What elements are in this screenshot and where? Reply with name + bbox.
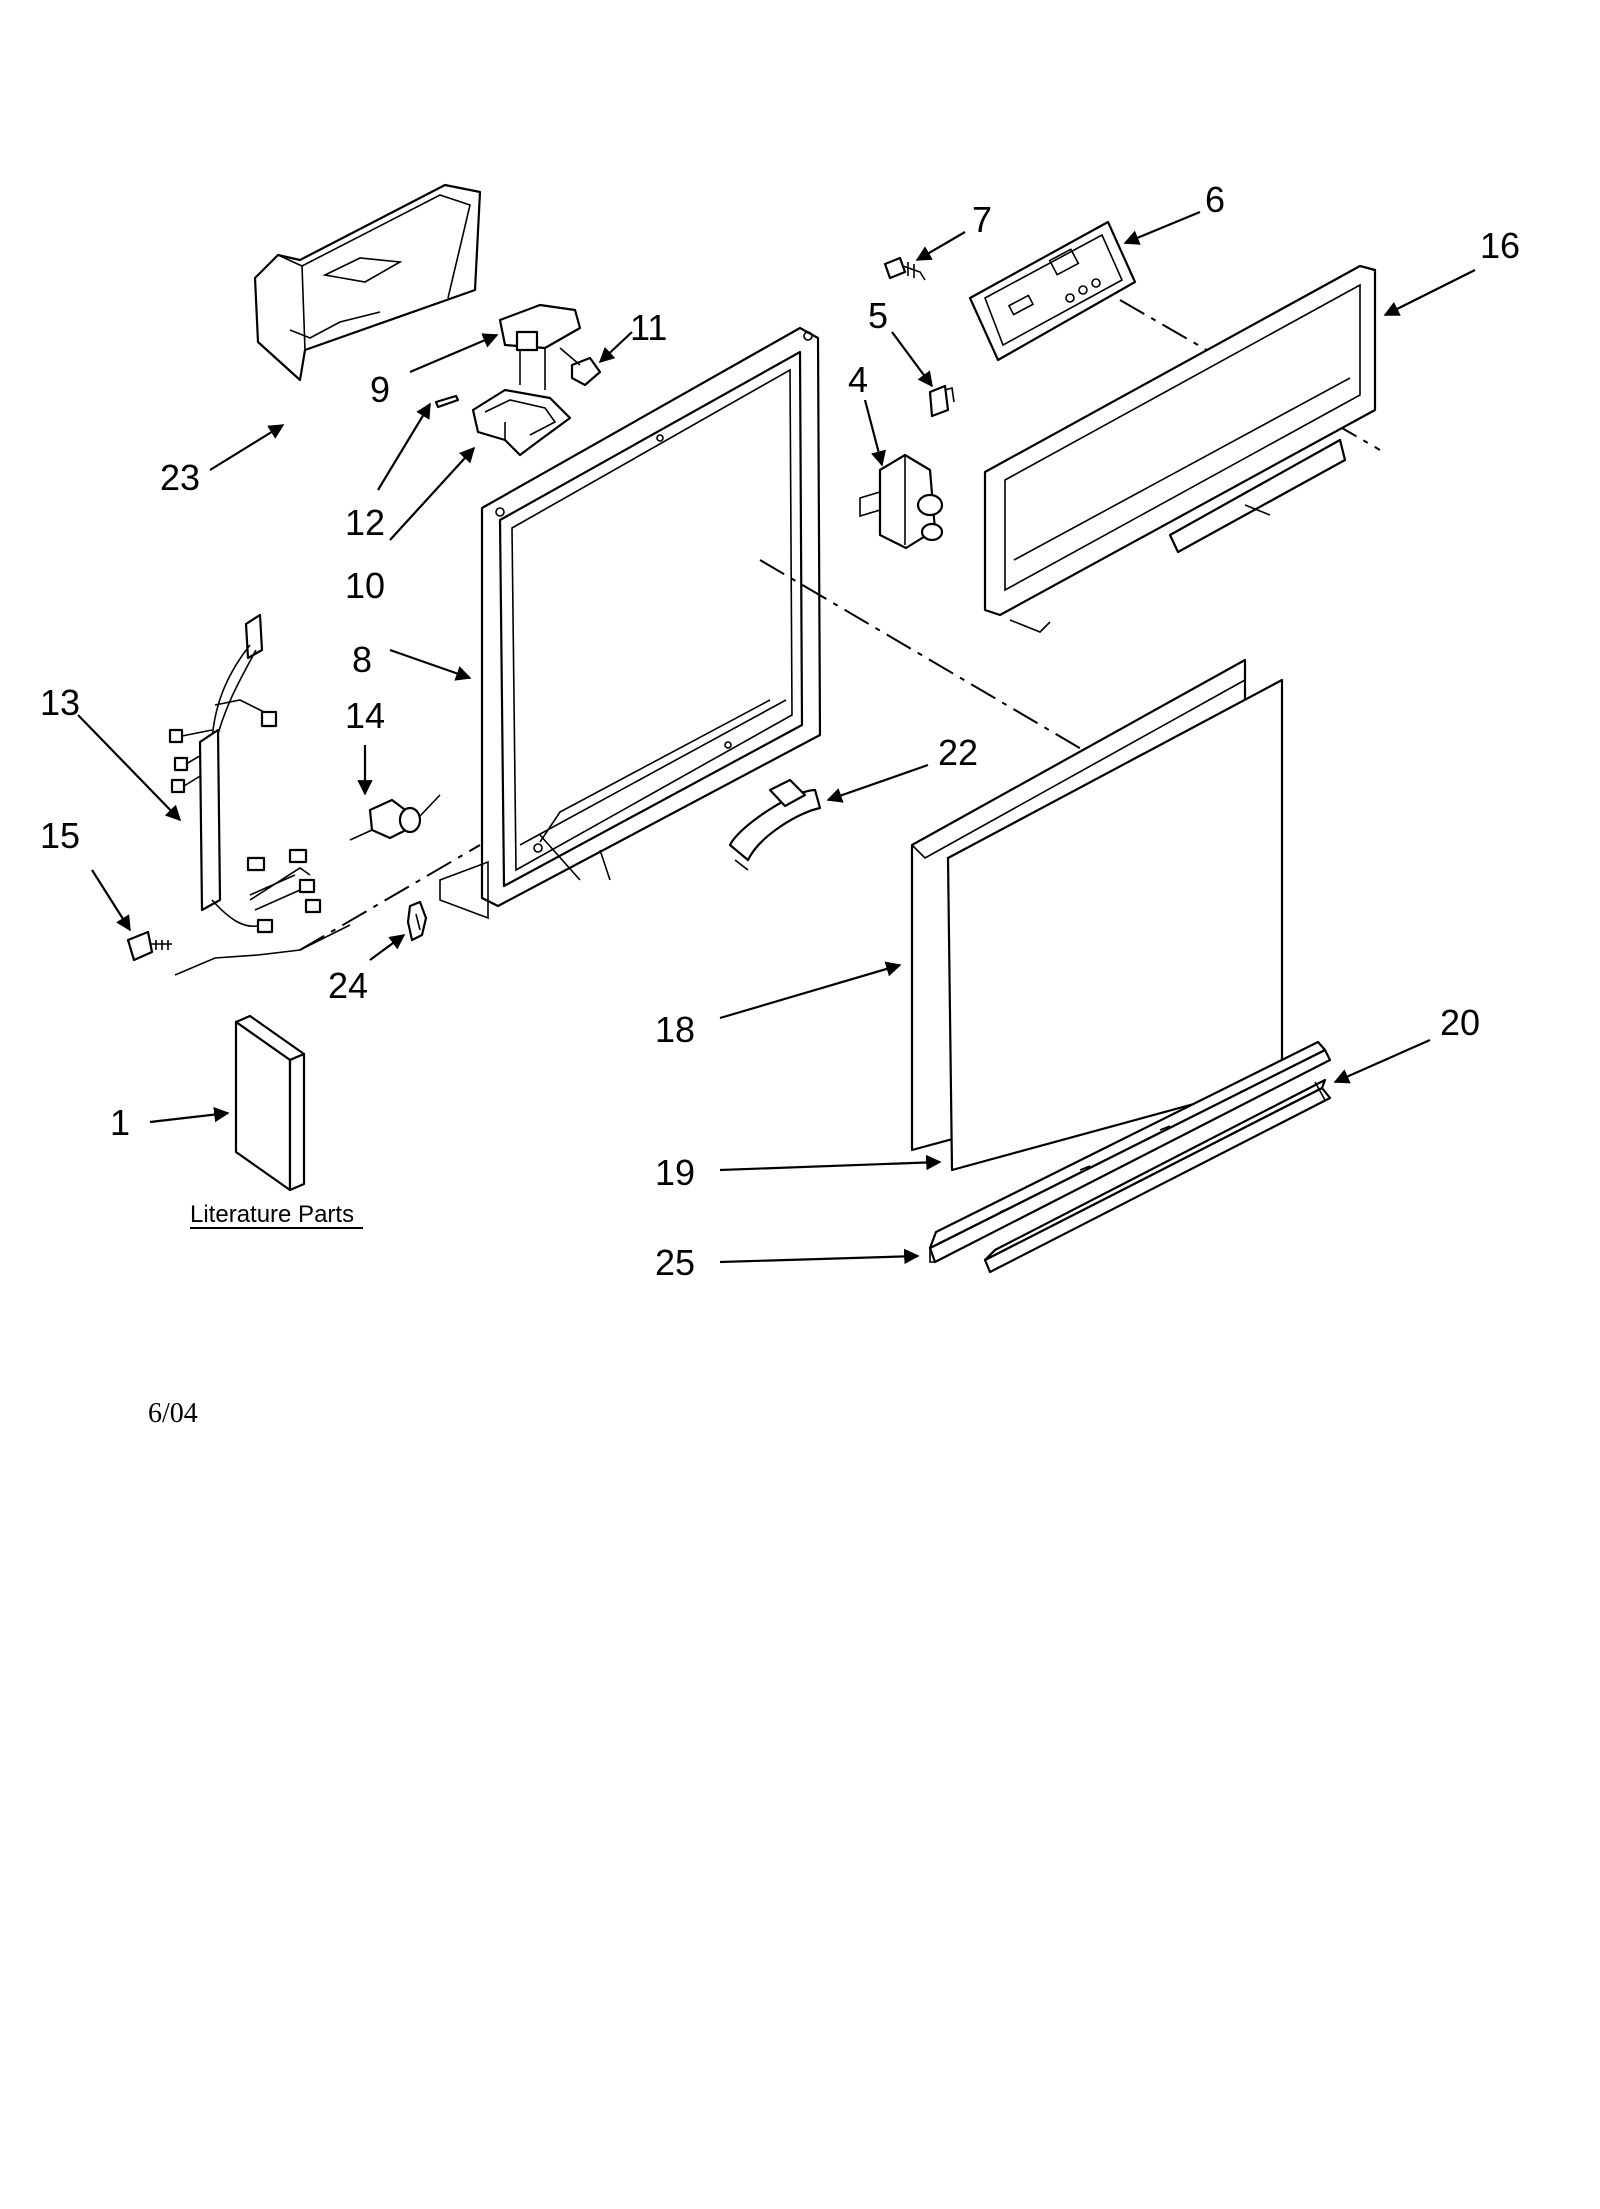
callout-22: 22 bbox=[938, 732, 978, 773]
callout-24: 24 bbox=[328, 965, 368, 1006]
literature-caption: Literature Parts bbox=[190, 1201, 354, 1228]
leader-lines bbox=[77, 210, 1476, 1265]
part-8-door-frame bbox=[439, 326, 822, 920]
part-24-clip bbox=[406, 900, 428, 942]
part-7-screw bbox=[883, 256, 926, 281]
date-code: 6/04 bbox=[148, 1398, 198, 1429]
part-9-latch bbox=[498, 303, 582, 390]
part-10-latch-housing bbox=[471, 388, 572, 457]
callout-19: 19 bbox=[655, 1152, 695, 1193]
callout-4: 4 bbox=[848, 359, 868, 400]
callout-5: 5 bbox=[868, 295, 888, 336]
part-25-lower-trim bbox=[928, 1040, 1332, 1264]
callout-7: 7 bbox=[972, 199, 992, 240]
harness-lead-line bbox=[174, 924, 351, 976]
part-13-wire-harness bbox=[168, 613, 322, 934]
callout-9: 9 bbox=[370, 369, 390, 410]
part-5-switch bbox=[928, 384, 955, 418]
frame-lower-guide bbox=[539, 834, 581, 881]
callout-23: 23 bbox=[160, 457, 200, 498]
part-20-toe-strip bbox=[983, 1078, 1332, 1274]
callout-1: 1 bbox=[110, 1102, 130, 1143]
callout-8: 8 bbox=[352, 639, 372, 680]
part-23-duct-cover bbox=[253, 183, 482, 382]
part-4-switch-assembly bbox=[859, 453, 944, 550]
frame-to-panel-guide bbox=[759, 559, 1101, 761]
callout-labels: 13 15 23 9 11 12 10 8 14 24 1 7 6 16 5 4… bbox=[40, 179, 1520, 1283]
callout-6: 6 bbox=[1205, 179, 1225, 220]
callout-18: 18 bbox=[655, 1009, 695, 1050]
callout-12: 12 bbox=[345, 502, 385, 543]
callout-11: 11 bbox=[630, 307, 667, 348]
part-14-sensor bbox=[349, 794, 441, 841]
callout-10: 10 bbox=[345, 565, 385, 606]
callout-13: 13 bbox=[40, 682, 80, 723]
callout-15: 15 bbox=[40, 815, 80, 856]
callout-20: 20 bbox=[1440, 1002, 1480, 1043]
callout-25: 25 bbox=[655, 1242, 695, 1283]
callout-16: 16 bbox=[1480, 225, 1520, 266]
harness-dash-line bbox=[299, 844, 481, 951]
part-16-console bbox=[983, 264, 1377, 633]
part-1-literature bbox=[234, 1014, 306, 1192]
callout-14: 14 bbox=[345, 695, 385, 736]
part-22-bracket bbox=[728, 778, 822, 871]
part-15-screw bbox=[126, 930, 172, 962]
part-12-latch-pin bbox=[434, 394, 460, 409]
part-11-latch-switch bbox=[559, 347, 602, 387]
